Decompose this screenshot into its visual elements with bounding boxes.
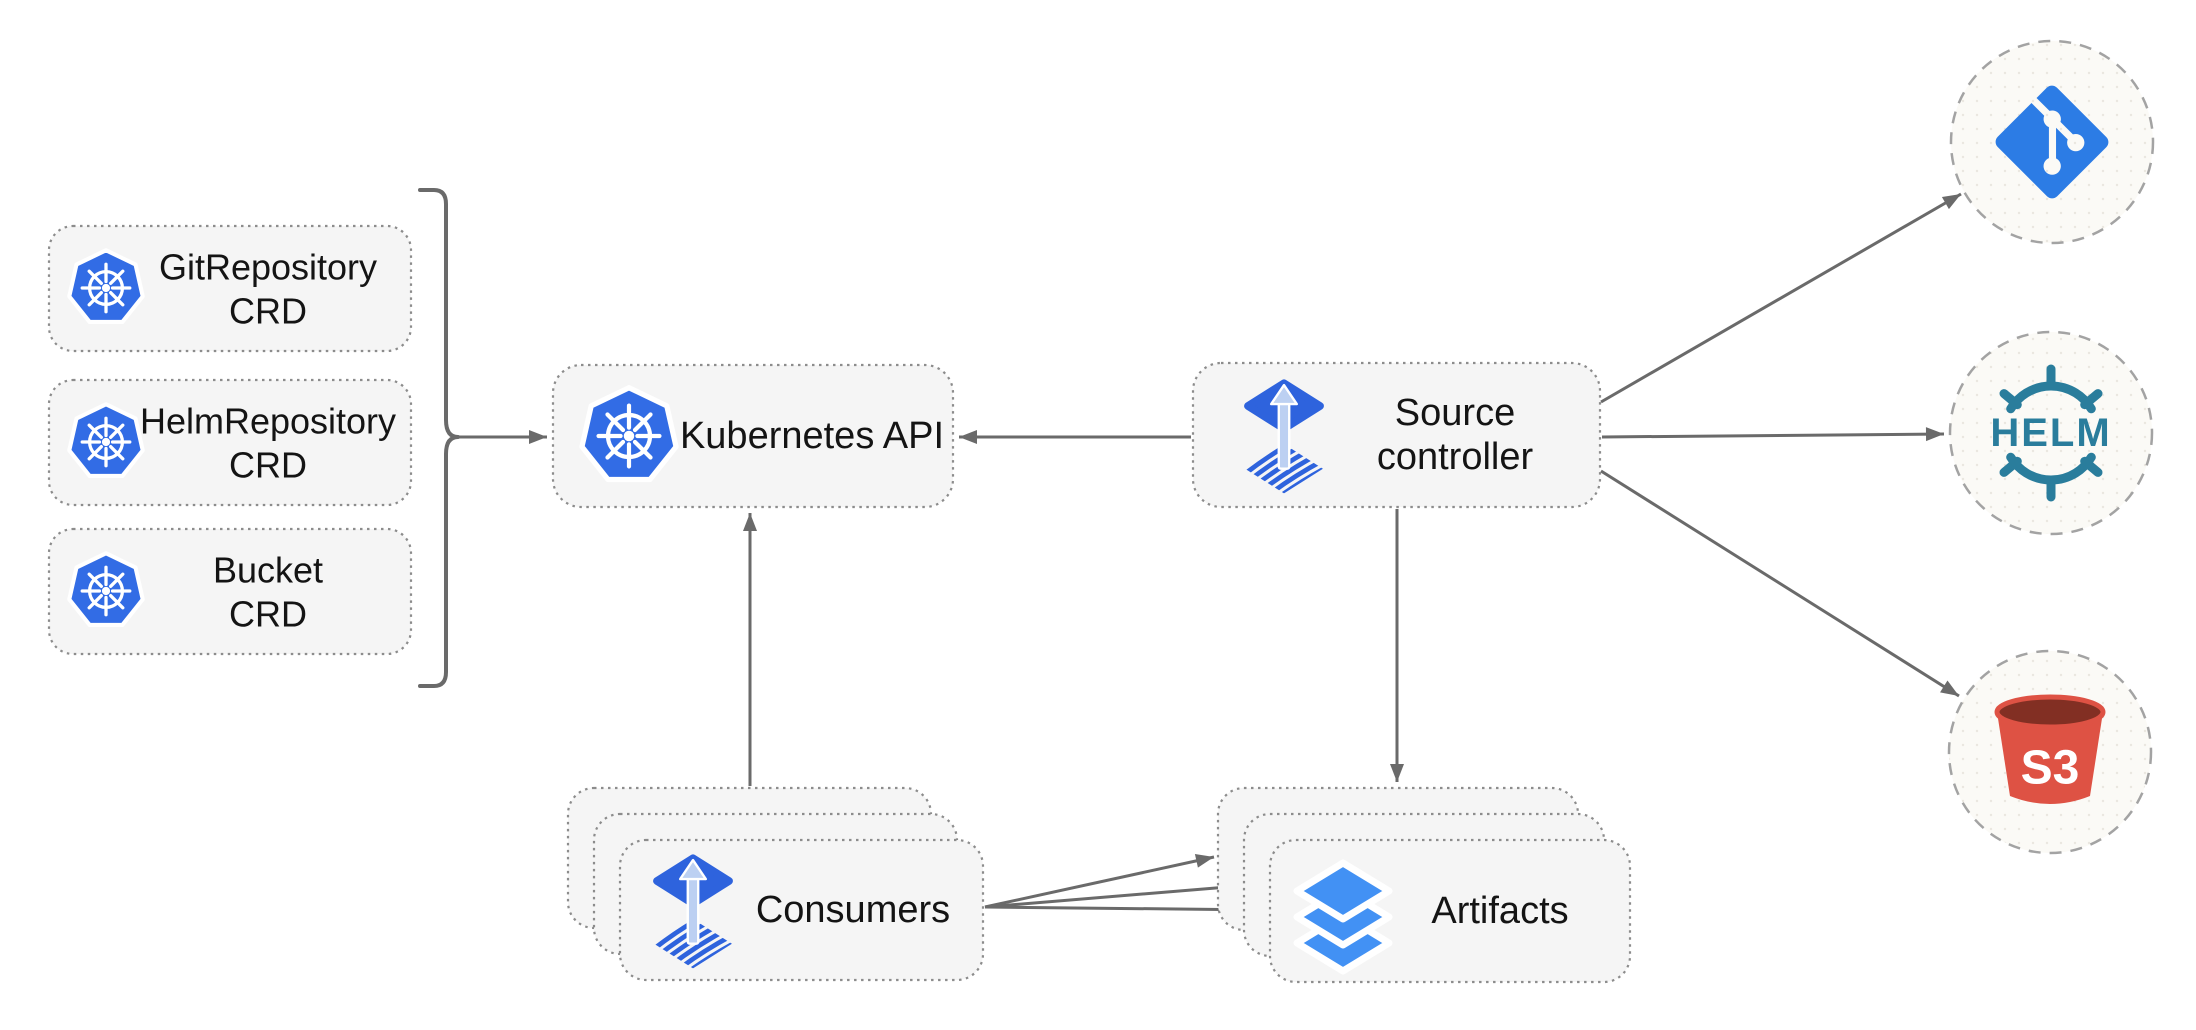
crd-group-bracket: [418, 188, 460, 688]
node-label: Source: [1395, 392, 1515, 434]
node-label: Kubernetes API: [680, 415, 944, 457]
s3-bucket-icon: S3: [1994, 694, 2106, 804]
external-s3: S3: [1947, 649, 2153, 855]
kubernetes-icon: [582, 388, 676, 480]
edge-consumers-to-artifacts-2: [984, 880, 1241, 909]
edge-source-controller-to-s3: [1600, 469, 1960, 698]
node-label: GitRepository: [159, 247, 377, 288]
node-label: Consumers: [756, 889, 950, 931]
edge-consumers-to-artifacts-1: [984, 854, 1215, 909]
node-gitrepository-crd: GitRepository CRD: [47, 224, 413, 353]
node-label: HelmRepository: [140, 401, 396, 442]
node-source-controller: Source controller: [1191, 361, 1602, 515]
kubernetes-icon: [69, 553, 142, 625]
external-helm: HELM: [1948, 330, 2154, 536]
s3-wordmark: S3: [2021, 742, 2080, 795]
git-icon: [1995, 85, 2109, 199]
kubernetes-icon: [69, 404, 142, 476]
node-sublabel: CRD: [229, 291, 307, 332]
external-git: [1949, 39, 2155, 245]
node-sublabel: CRD: [229, 445, 307, 486]
node-label: Artifacts: [1431, 890, 1568, 932]
node-bucket-crd: Bucket CRD: [47, 527, 413, 656]
node-helmrepository-crd: HelmRepository CRD: [47, 378, 413, 507]
kubernetes-icon: [69, 250, 142, 322]
helm-wordmark: HELM: [1990, 411, 2111, 455]
node-sublabel: controller: [1377, 436, 1534, 478]
node-sublabel: CRD: [229, 594, 307, 635]
node-kubernetes-api: Kubernetes API: [551, 363, 955, 509]
node-label: Bucket: [213, 550, 323, 591]
node-artifacts: Artifacts: [1216, 786, 1632, 984]
helm-icon: HELM: [1990, 364, 2111, 502]
layers-icon: [1297, 863, 1389, 971]
edge-source-controller-to-git: [1600, 192, 1962, 404]
edge-source-controller-to-helm: [1601, 427, 1945, 442]
node-consumers: Consumers: [566, 786, 985, 990]
